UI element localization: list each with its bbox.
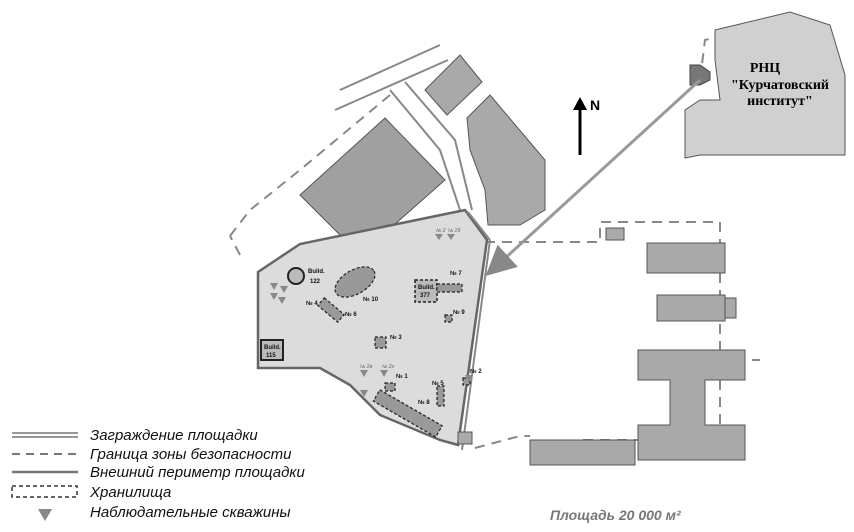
building-h-shape	[637, 349, 746, 461]
storage-4	[316, 296, 346, 324]
institute-line3: институт"	[747, 94, 813, 109]
svg-text:Build.: Build.	[418, 285, 435, 291]
well-icon	[280, 286, 288, 293]
svg-text:№ 2г: № 2г	[382, 364, 395, 370]
north-arrow: N	[573, 97, 600, 155]
well-icon	[360, 370, 368, 377]
storage-1-label: № 1	[396, 373, 408, 380]
storage-4-label: № 4	[306, 300, 318, 307]
storage-7	[436, 283, 463, 293]
building-122-marker	[287, 267, 305, 285]
storage-2	[462, 377, 471, 386]
svg-text:115: 115	[266, 353, 276, 359]
institute-area	[684, 11, 846, 159]
building-right-1	[646, 242, 726, 274]
svg-text:Build.: Build.	[264, 345, 281, 351]
well-icon	[435, 234, 443, 240]
well-icon	[360, 390, 368, 397]
well-icon	[278, 297, 286, 304]
svg-text:122: 122	[310, 279, 321, 285]
legend-item-safety-zone: Граница зоны безопасности	[90, 446, 292, 463]
legend: Заграждение площадки Граница зоны безопа…	[11, 427, 305, 521]
svg-text:№ 2б: № 2б	[448, 228, 461, 234]
storage-6-label: № 6	[345, 311, 357, 318]
storage-7-label: № 7	[450, 270, 462, 277]
well-icon	[270, 283, 278, 290]
storage-2-label: № 2	[470, 368, 482, 375]
institute-line1: РНЦ	[750, 61, 780, 76]
storage-9	[444, 314, 453, 323]
storage-1	[384, 382, 396, 392]
site-perimeter	[256, 208, 489, 447]
legend-item-fence: Заграждение площадки	[90, 427, 258, 444]
building-122-label: Build.	[308, 269, 325, 275]
observation-wells	[270, 234, 473, 397]
legend-item-perimeter: Внешний периметр площадки	[90, 464, 305, 481]
storage-10-label: № 10	[363, 296, 379, 303]
north-label: N	[590, 97, 600, 113]
storage-5	[436, 385, 445, 407]
storage-8-label: № 8	[418, 399, 430, 406]
roads	[334, 44, 473, 211]
storage-5-label: № 5	[432, 380, 444, 387]
building-bottom	[529, 439, 636, 466]
legend-item-wells: Наблюдательные скважины	[90, 504, 291, 521]
institute-marker	[689, 64, 711, 86]
storage-8	[372, 388, 443, 438]
building-long	[466, 94, 546, 226]
storage-10	[334, 266, 376, 298]
svg-text:№ 2: № 2	[436, 228, 446, 234]
well-icon	[380, 370, 388, 377]
storages	[316, 266, 471, 438]
site-fence-right	[467, 211, 491, 241]
building-115	[260, 339, 284, 361]
triangle-icon	[38, 509, 52, 521]
building-right-2	[656, 294, 726, 322]
svg-text:№ 2в: № 2в	[360, 364, 373, 370]
well-icon	[270, 293, 278, 300]
well-icon	[465, 375, 473, 382]
building-top	[424, 54, 483, 116]
well-icon	[447, 234, 455, 240]
gate-box	[457, 431, 473, 445]
institute-line2: "Курчатовский	[731, 78, 829, 93]
storage-9-label: № 9	[453, 309, 465, 316]
storage-3	[374, 336, 387, 349]
svg-text:377: 377	[420, 293, 431, 299]
legend-item-storages: Хранилища	[89, 484, 171, 501]
storage-3-label: № 3	[390, 334, 402, 341]
area-label: Площадь 20 000 м²	[550, 507, 681, 523]
location-arrow	[485, 78, 702, 277]
